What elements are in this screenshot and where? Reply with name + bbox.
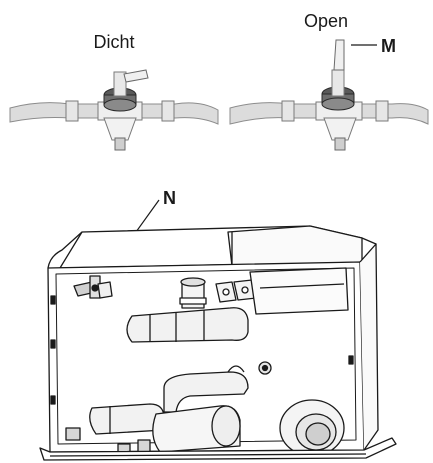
valve-lever-open	[333, 39, 345, 71]
hose-right-open	[359, 103, 429, 125]
side-tab-3	[50, 395, 56, 405]
label-open: Open	[304, 11, 348, 31]
hose-coupler-right-open	[375, 100, 389, 122]
valve-closed: Dicht	[9, 32, 219, 151]
hose-right	[139, 102, 219, 125]
hose-coupler-right	[161, 100, 175, 122]
heater-unit: N	[39, 188, 397, 461]
lower-elbow-clip	[227, 365, 245, 373]
hose-left-open	[229, 102, 319, 125]
valve-stem	[113, 71, 127, 97]
middle-fitting-core	[261, 364, 269, 372]
label-closed: Dicht	[93, 32, 134, 52]
hose-left	[9, 102, 101, 123]
valve-nut-bottom	[103, 98, 137, 112]
valve-open: Open M	[229, 11, 429, 151]
upper-hose	[126, 307, 249, 343]
side-tab-4	[348, 355, 354, 365]
round-outlet-core	[305, 422, 331, 446]
valve-stem-open	[331, 69, 345, 97]
side-tab-2	[50, 339, 56, 349]
valve-nut-bottom-open	[321, 97, 355, 111]
tee-lower-funnel	[103, 117, 137, 141]
tee-drain-stub	[114, 137, 126, 151]
hose-coupler-left	[65, 100, 79, 122]
tee-lower-funnel-open	[323, 117, 357, 141]
housing-frame-inner	[55, 267, 357, 445]
inner-panel	[249, 267, 349, 315]
tee-drain-stub-open	[334, 137, 346, 151]
bracket-pair	[215, 279, 257, 303]
callout-n: N	[163, 188, 176, 208]
exhaust-stub	[179, 277, 207, 309]
hose-coupler-left-open	[281, 100, 295, 122]
callout-m: M	[381, 36, 396, 56]
inner-panel-line	[259, 283, 345, 289]
blower-end	[211, 405, 241, 447]
base-line	[49, 453, 367, 457]
drain-valve-n	[73, 275, 113, 299]
housing-corner-left	[47, 231, 83, 269]
housing-right-side	[359, 243, 379, 451]
lower-elbow	[163, 371, 249, 413]
housing-top-cover-right	[227, 225, 363, 267]
valve-lever-closed	[123, 69, 149, 83]
side-tab-1	[50, 295, 56, 305]
